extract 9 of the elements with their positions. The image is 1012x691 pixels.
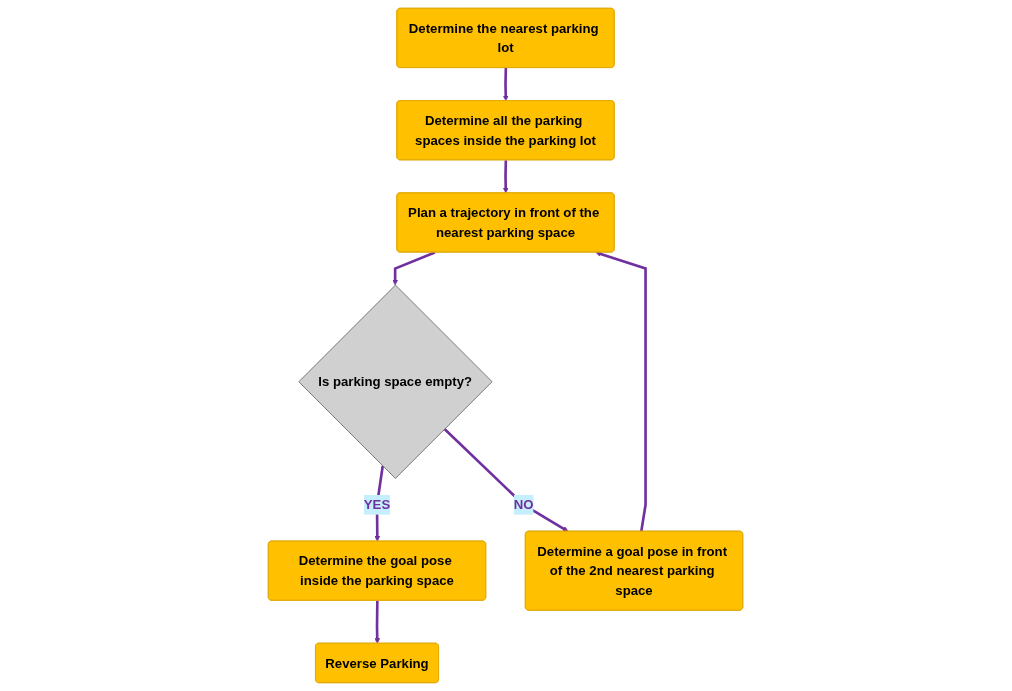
arrow	[596, 251, 648, 532]
edge-label: YES	[364, 497, 391, 513]
node-diamond: Is parking space empty?	[298, 284, 493, 479]
edge-label: NO	[514, 497, 535, 513]
arrow	[503, 67, 510, 102]
arrow	[374, 600, 381, 644]
arrow	[503, 160, 510, 194]
arrow	[444, 428, 569, 532]
arrow	[392, 251, 436, 286]
